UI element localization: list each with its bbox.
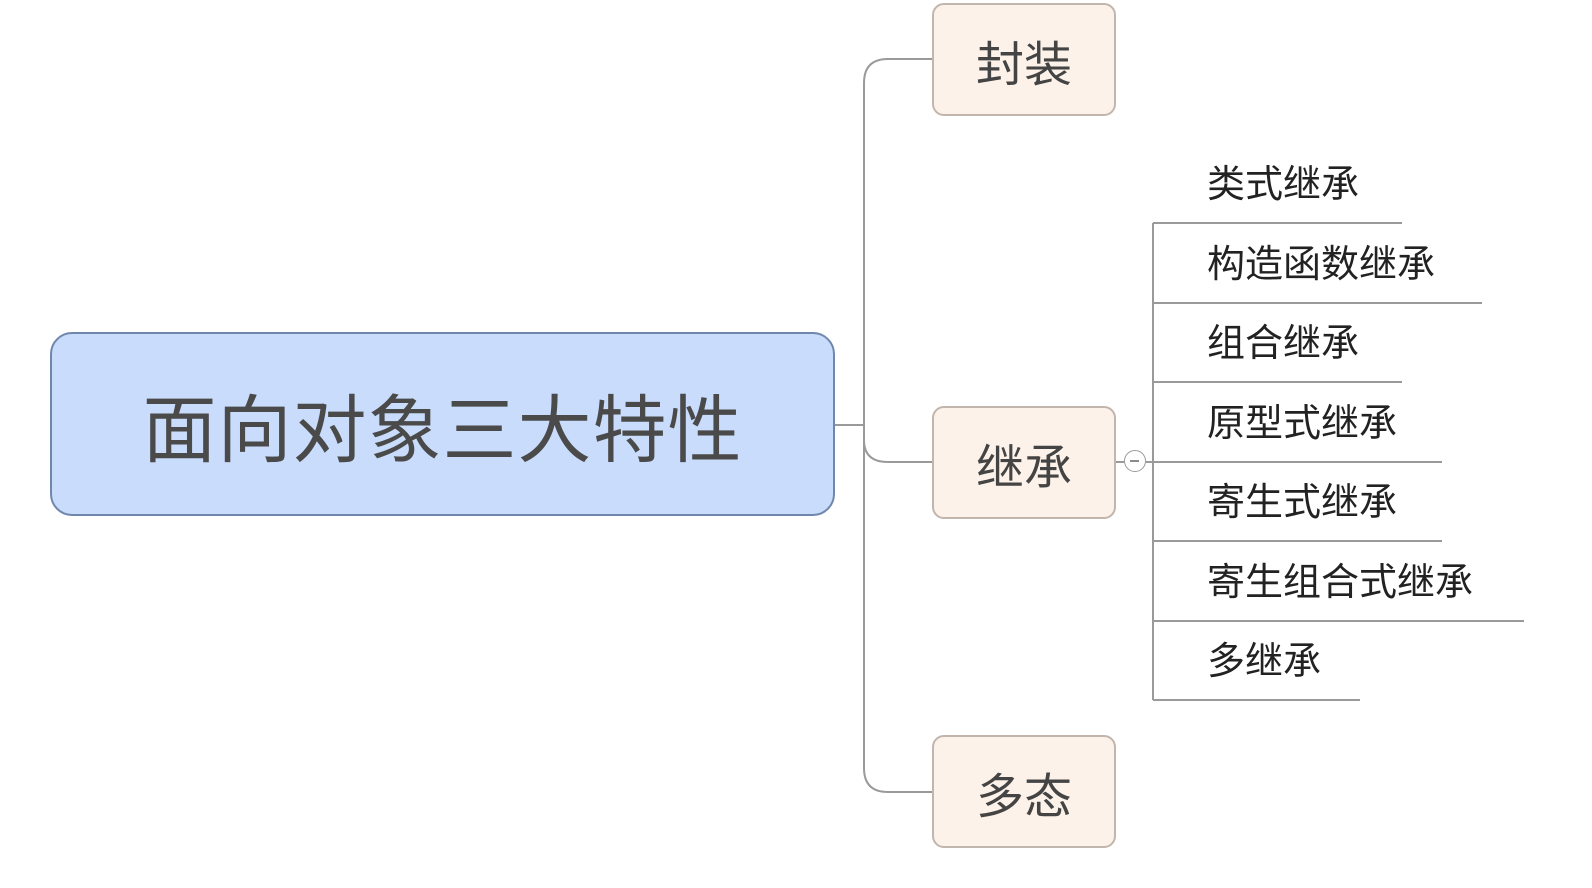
topic-label: 封装 (975, 36, 1072, 93)
topic-node-encapsulation[interactable]: 封装 (932, 3, 1116, 116)
subtopic-item[interactable]: 寄生式继承 (1207, 480, 1398, 524)
subtopic-item[interactable]: 多继承 (1207, 639, 1322, 683)
leaf-bracket (1146, 223, 1154, 700)
topic-node-inheritance[interactable]: 继承 (932, 406, 1116, 519)
subtopic-item[interactable]: 原型式继承 (1207, 401, 1398, 445)
subtopic-item[interactable]: 组合继承 (1207, 321, 1360, 365)
branch-connector-encapsulation (863, 58, 932, 425)
subtopic-item[interactable]: 寄生组合式继承 (1207, 560, 1474, 604)
branch-connector-polymorphism (863, 440, 932, 793)
topic-node-polymorphism[interactable]: 多态 (932, 735, 1116, 848)
root-topic-node[interactable]: 面向对象三大特性 (50, 332, 835, 516)
branch-connector-inheritance (863, 425, 932, 463)
subtopic-item[interactable]: 类式继承 (1207, 162, 1360, 206)
subtopic-item[interactable]: 构造函数继承 (1207, 242, 1436, 286)
topic-label: 继承 (975, 439, 1072, 496)
collapse-minus-icon[interactable] (1124, 450, 1146, 472)
root-topic-label: 面向对象三大特性 (142, 387, 743, 474)
topic-label: 多态 (975, 768, 1072, 825)
